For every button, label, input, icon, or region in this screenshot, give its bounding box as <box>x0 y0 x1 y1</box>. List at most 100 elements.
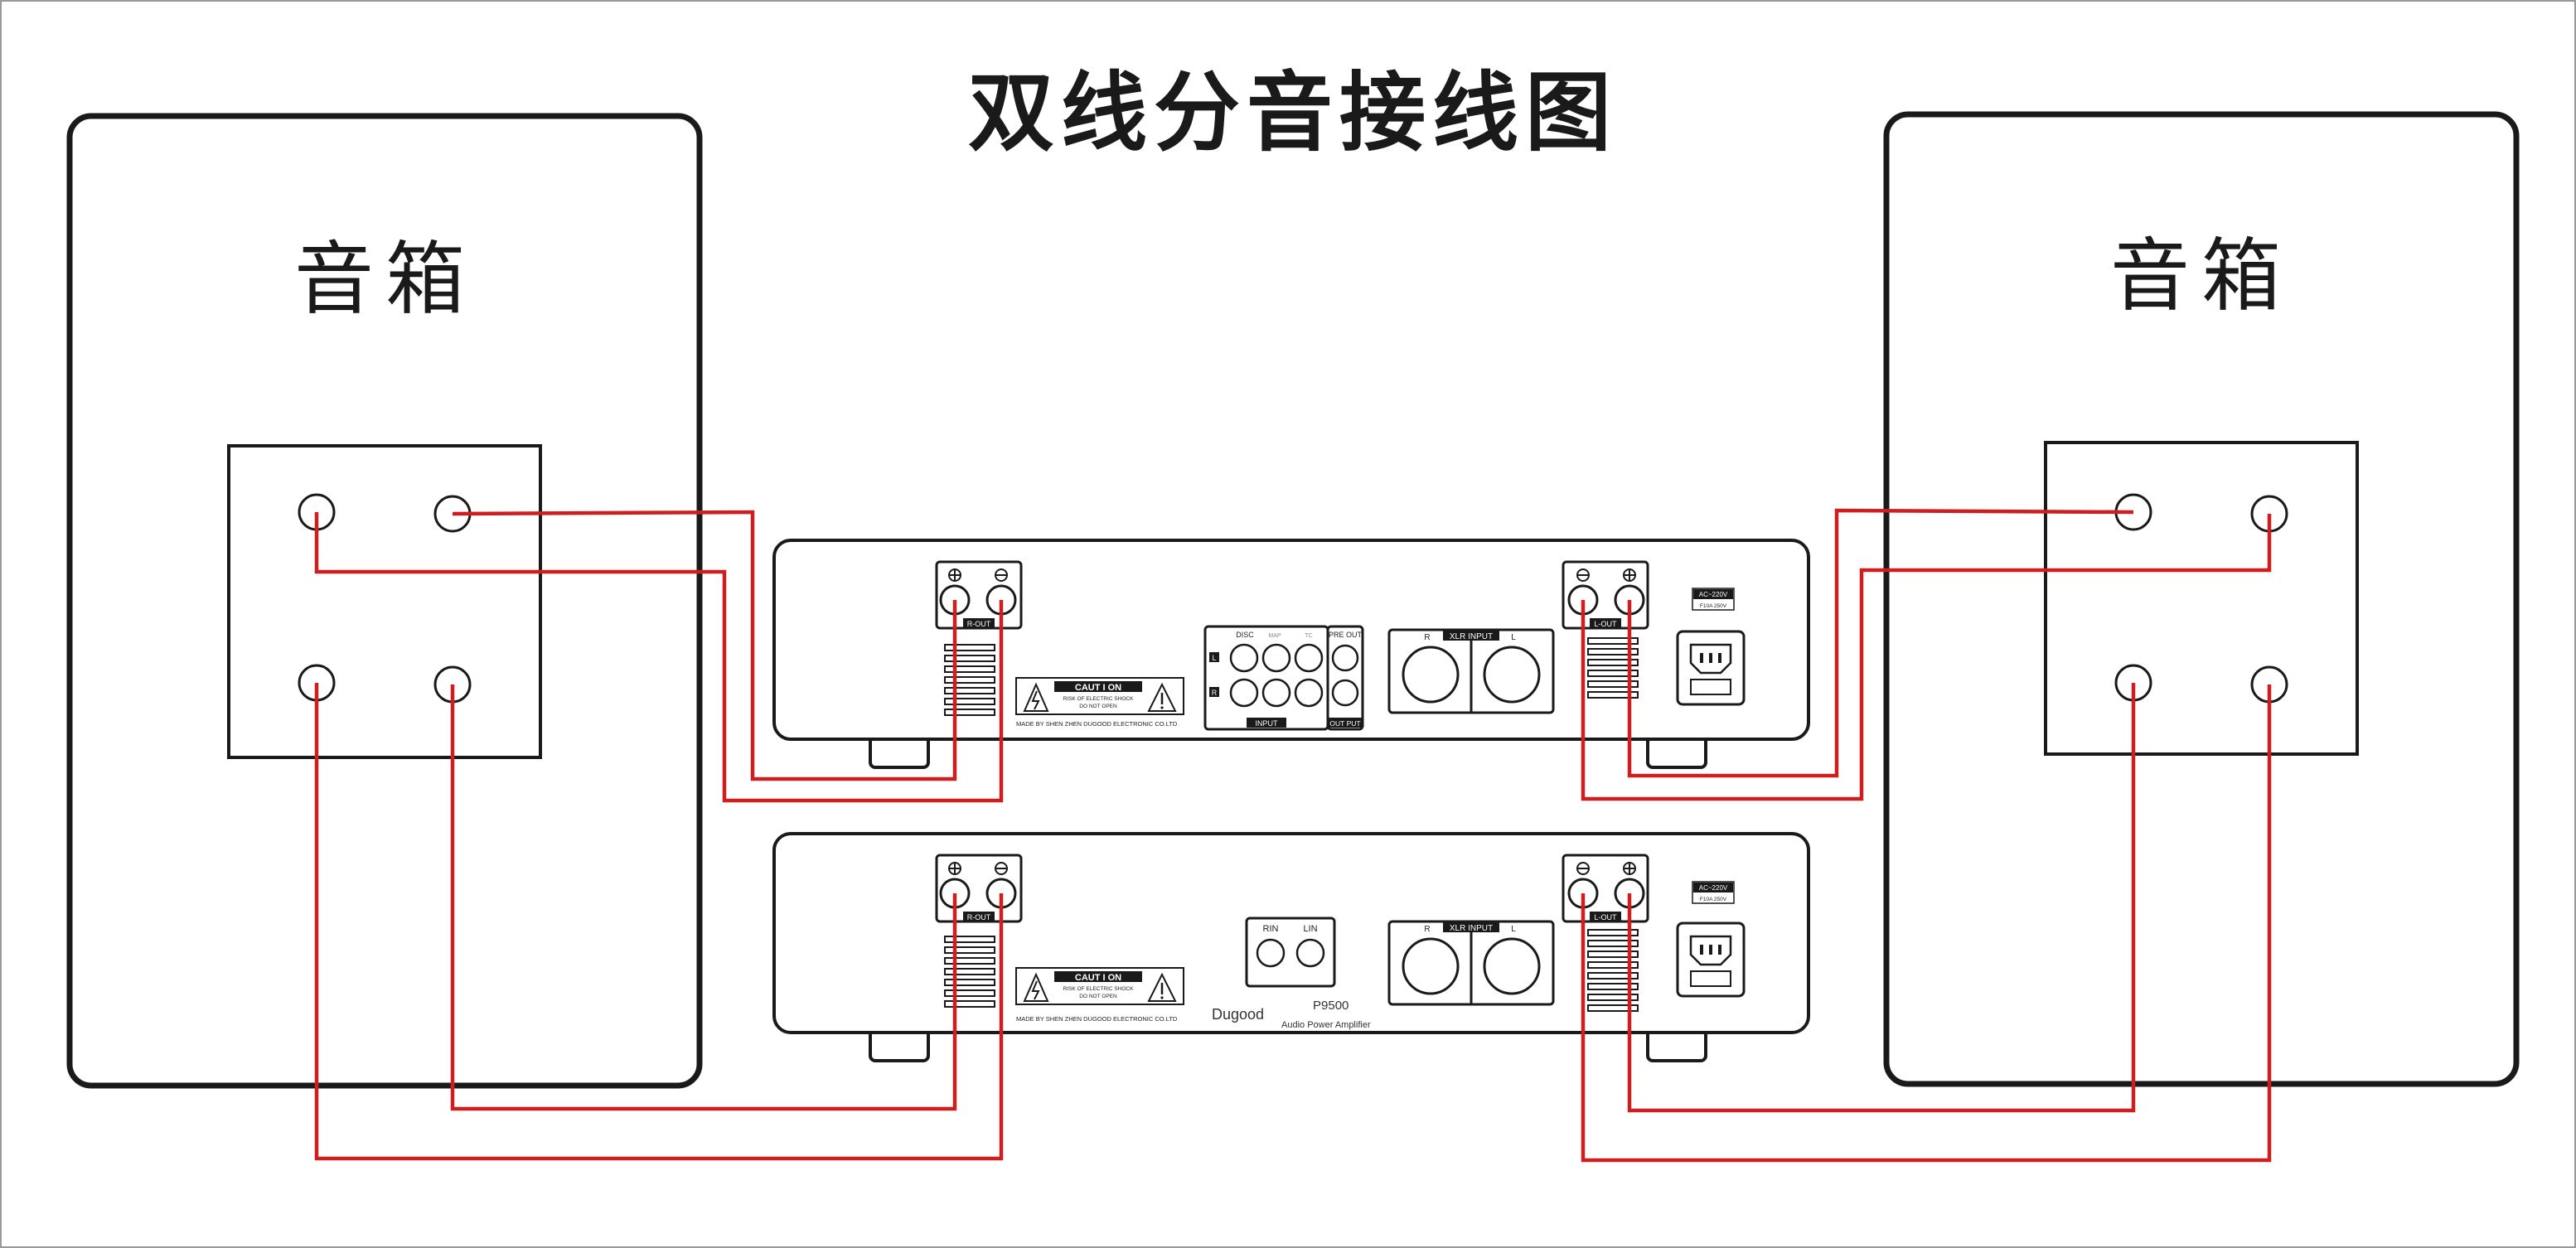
xlr-socket <box>1402 646 1460 704</box>
top-xlr-r: R <box>1424 633 1430 642</box>
top-maker-text: MADE BY SHEN ZHEN DUGOOD ELECTRONIC CO.L… <box>1016 720 1178 728</box>
socket-pin <box>1709 653 1712 663</box>
top-input-head-tc: TC <box>1305 633 1312 639</box>
top-rca-input-frame <box>1203 625 1329 731</box>
top-pre-out-label: PRE OUT <box>1329 631 1363 639</box>
bottom-model-name: P9500 <box>1313 999 1349 1013</box>
wire-right-lf-plus <box>1627 683 2136 1113</box>
top-l-out-tag <box>1590 618 1621 628</box>
top-input-head-disc: DISC <box>1236 631 1254 639</box>
rca-jack <box>1256 938 1286 968</box>
bottom-power-section: AC~220V F10A 250V <box>1676 881 1746 998</box>
bottom-xlr-panel: XLR INPUT R L <box>1387 920 1555 1006</box>
xlr-socket <box>1483 646 1541 704</box>
top-r-out-heatsink <box>944 644 995 716</box>
top-xlr-label: XLR INPUT <box>1450 632 1493 641</box>
right-terminal-plate <box>2044 441 2359 756</box>
bottom-voltage-line1: AC~220V <box>1699 884 1728 892</box>
fuse-holder <box>1690 679 1731 695</box>
top-xlr-tag <box>1443 630 1499 641</box>
top-xlr-panel: XLR INPUT R L <box>1387 628 1555 714</box>
bottom-xlr-tag <box>1443 921 1499 932</box>
wire-left-lf-plus <box>450 684 957 1111</box>
left-terminal-plate <box>227 444 542 759</box>
top-rca-input-panel: DISC MAP TC L R INPUT <box>1203 625 1329 731</box>
rca-jack <box>1229 643 1259 673</box>
lightning-bolt-icon <box>1031 980 1040 1000</box>
xlr-socket <box>1483 937 1541 995</box>
bottom-lin-label: LIN <box>1303 924 1317 934</box>
bottom-r-out-heatsink <box>944 936 995 1008</box>
bottom-amp-l-out: L-OUT <box>1562 854 1649 923</box>
top-ch-r-tag <box>1209 687 1219 697</box>
top-l-out-label: L-OUT <box>1595 620 1618 628</box>
rca-jack <box>1261 678 1291 708</box>
plus-icon <box>1623 862 1636 875</box>
exclamation-dot <box>1160 996 1164 999</box>
bottom-rin-label: RIN <box>1263 924 1279 934</box>
lightning-warning-icon <box>1023 682 1049 712</box>
bottom-r-out-tag <box>963 912 995 921</box>
rca-jack <box>1294 678 1324 708</box>
top-voltage-line2: F10A 250V <box>1700 603 1727 609</box>
bottom-l-out-label: L-OUT <box>1595 913 1618 921</box>
pre-out-jack <box>1331 644 1359 672</box>
bottom-caution-label: CAUT I ON RISK OF ELECTRIC SHOCK DO NOT … <box>1015 967 1184 1005</box>
wire-right-lf-minus <box>1581 684 2272 1163</box>
bottom-amp-r-out: R-OUT <box>935 854 1023 923</box>
bottom-r-out-label: R-OUT <box>967 913 991 921</box>
bottom-caution-title-bar <box>1054 971 1142 982</box>
top-l-out-heatsink <box>1587 637 1639 699</box>
minus-icon <box>1576 568 1590 582</box>
bottom-xlr-l: L <box>1511 925 1516 934</box>
socket-pin <box>1700 653 1703 663</box>
wire-right-hf-plus <box>1627 508 2134 778</box>
wire-right-hf-minus <box>1581 514 2272 801</box>
bottom-caution-title: CAUT I ON <box>1075 973 1121 983</box>
bottom-maker-text: MADE BY SHEN ZHEN DUGOOD ELECTRONIC CO.L… <box>1016 1015 1178 1023</box>
fuse-holder <box>1690 970 1731 987</box>
rca-jack <box>1295 938 1325 968</box>
bottom-caution-line2: DO NOT OPEN <box>1079 994 1117 999</box>
top-amplifier: R-OUT CAUT I ON RISK OF ELECTRIC SHOCK D… <box>772 539 1810 769</box>
bottom-voltage-line2: F10A 250V <box>1700 897 1727 902</box>
bottom-caution-line1: RISK OF ELECTRIC SHOCK <box>1063 986 1135 992</box>
top-output-label: OUT PUT <box>1329 719 1360 728</box>
rca-jack <box>1261 643 1291 673</box>
top-caution-label: CAUT I ON RISK OF ELECTRIC SHOCK DO NOT … <box>1015 677 1184 715</box>
top-voltage-line1: AC~220V <box>1699 591 1728 598</box>
rca-jack <box>1229 678 1259 708</box>
top-caution-title: CAUT I ON <box>1075 683 1121 693</box>
minus-icon <box>995 568 1008 582</box>
top-r-out-label: R-OUT <box>967 620 991 628</box>
minus-icon <box>995 862 1008 875</box>
xlr-socket <box>1402 937 1460 995</box>
left-speaker: 音箱 <box>66 113 703 1089</box>
exclamation-dot <box>1160 706 1164 709</box>
pre-out-jack <box>1331 679 1359 707</box>
top-input-head-map: MAP <box>1268 633 1281 639</box>
left-speaker-label: 音箱 <box>294 233 477 326</box>
top-ch-l-tag <box>1209 652 1219 662</box>
top-ch-l-label: L <box>1212 654 1216 662</box>
bottom-l-out-tag <box>1590 912 1621 921</box>
speaker-wires <box>314 508 2272 1163</box>
wire-left-hf-minus <box>314 512 1004 803</box>
bottom-model-subtitle: Audio Power Amplifier <box>1281 1020 1371 1030</box>
bottom-rca-panel: RIN LIN <box>1245 917 1336 988</box>
lightning-warning-icon <box>1023 972 1049 1002</box>
top-amp-l-out: L-OUT <box>1562 560 1649 630</box>
socket-pin <box>1709 945 1712 955</box>
lightning-bolt-icon <box>1031 690 1040 710</box>
top-pre-out-panel: PRE OUT OUT PUT <box>1326 625 1364 731</box>
top-power-section: AC~220V F10A 250V <box>1676 588 1746 706</box>
bottom-amplifier: R-OUT CAUT I ON RISK OF ELECTRIC SHOCK D… <box>772 832 1810 1062</box>
plus-icon <box>1623 568 1636 582</box>
top-caution-line2: DO NOT OPEN <box>1079 704 1117 709</box>
bottom-xlr-r: R <box>1424 925 1430 934</box>
rca-jack <box>1294 643 1324 673</box>
wire-left-hf-plus <box>452 510 957 781</box>
